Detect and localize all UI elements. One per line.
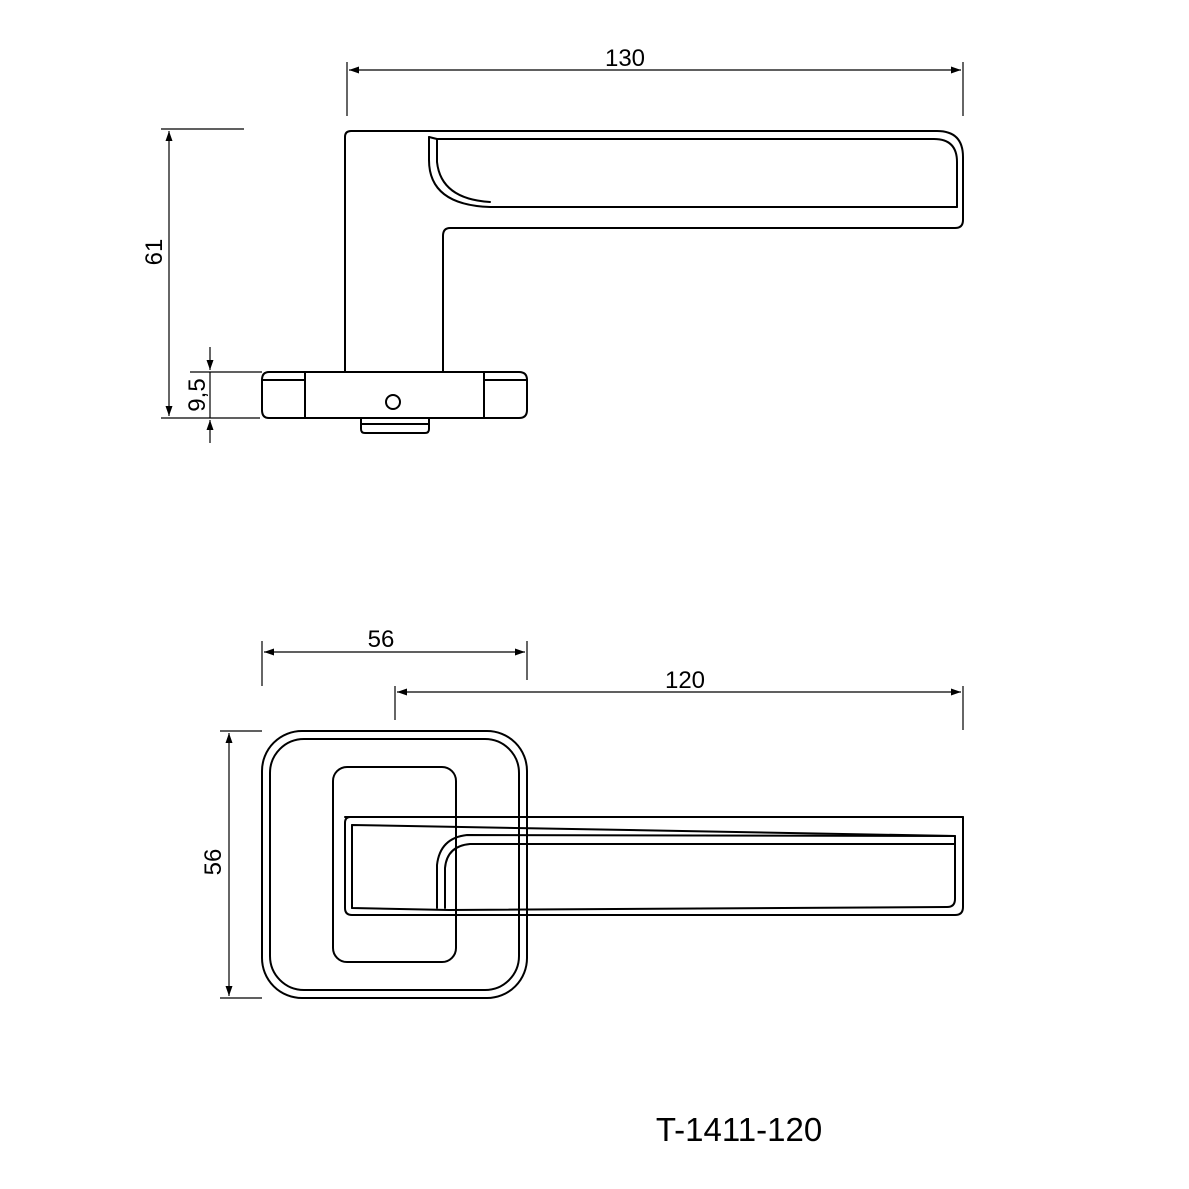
dim-label-rose-height: 56 <box>200 849 227 876</box>
dim-label-rose-thickness: 9,5 <box>184 378 211 411</box>
dimension-120: 120 <box>394 667 964 730</box>
rose-side-profile <box>261 371 528 434</box>
square-rose <box>261 730 528 999</box>
dimension-9-5: 9,5 <box>184 347 262 443</box>
dimension-56-width: 56 <box>261 626 528 686</box>
product-code: T-1411-120 <box>656 1111 822 1148</box>
set-screw-icon <box>385 394 401 410</box>
lever-side-profile <box>344 130 964 373</box>
top-view: 56 120 56 <box>200 626 964 999</box>
dim-label-length: 130 <box>605 45 645 72</box>
lever-top-profile <box>344 816 964 916</box>
dimension-130: 130 <box>346 45 964 116</box>
side-view: 130 61 9,5 <box>141 45 964 443</box>
dimension-56-height: 56 <box>200 730 262 999</box>
dimension-61: 61 <box>141 128 260 419</box>
dim-label-rose-width: 56 <box>368 626 395 653</box>
dim-label-height: 61 <box>141 239 168 266</box>
dim-label-lever-length: 120 <box>665 667 705 694</box>
